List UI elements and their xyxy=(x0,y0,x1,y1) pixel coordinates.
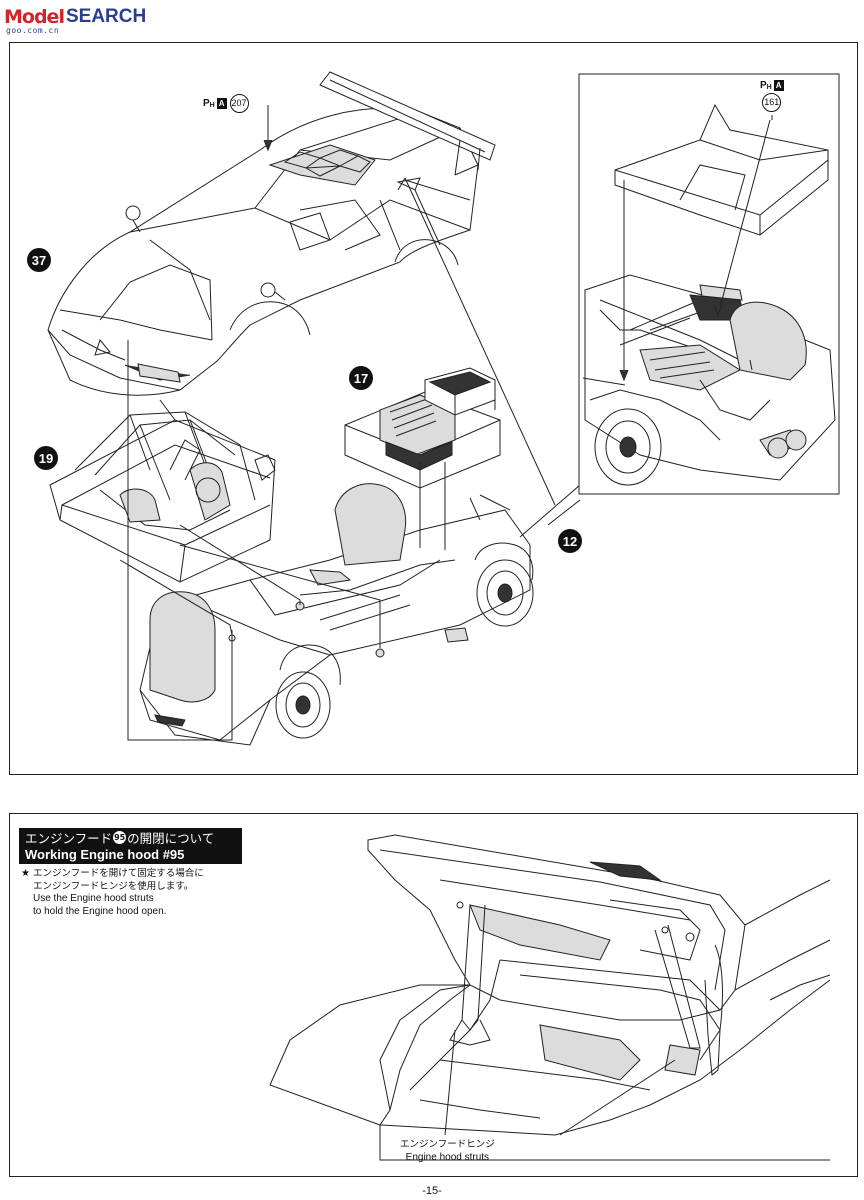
note-jp-line-1: エンジンフードを開けて固定する場合に xyxy=(33,868,204,879)
title-english: Working Engine hood #95 xyxy=(25,847,185,862)
chassis-drawing xyxy=(139,483,534,746)
callout-part-17: 17 xyxy=(349,366,373,390)
watermark-logo: Model SEARCH xyxy=(4,2,146,32)
note-en-line-1: Use the Engine hood struts xyxy=(33,893,154,904)
strut-label-en: Engine hood struts xyxy=(405,1152,490,1163)
page-number: -15- xyxy=(422,1185,442,1197)
interior-tub-drawing xyxy=(49,399,276,583)
callout-part-12: 12 xyxy=(558,529,582,553)
title-jp-after: の開閉について xyxy=(127,831,215,846)
title-jp-before: エンジンフード xyxy=(25,831,113,846)
part-ref-prefix: P xyxy=(203,98,210,109)
title-part-number: 95 xyxy=(113,831,127,844)
engine-drawing xyxy=(344,367,501,489)
part-ref-prefix: P xyxy=(760,80,767,91)
hood-section-title: エンジンフード 95 の開閉について Working Engine hood #… xyxy=(19,828,242,864)
star-icon: ★ xyxy=(21,868,30,879)
part-ref-number: 207 xyxy=(229,94,249,113)
part-ref-sub: H xyxy=(209,102,215,109)
strut-label-jp: エンジンフードヒンジ xyxy=(400,1139,495,1150)
inset-detail-drawing xyxy=(578,73,840,495)
part-ref-box: A xyxy=(216,98,227,109)
strut-label: エンジンフードヒンジ Engine hood struts xyxy=(400,1138,495,1164)
part-ref-161: P H A 161 xyxy=(760,80,784,112)
note-jp-line-2: エンジンフードヒンジを使用します。 xyxy=(33,880,194,892)
callout-part-37: 37 xyxy=(27,248,51,272)
callout-part-19: 19 xyxy=(34,446,58,470)
part-ref-sub: H xyxy=(766,84,772,91)
car-body-drawing xyxy=(47,71,496,396)
watermark-url: goo.com.cn xyxy=(6,26,60,35)
part-ref-207: P H A 207 xyxy=(203,94,249,113)
assembly-guide-lines xyxy=(119,105,581,741)
watermark-logo-text: Model xyxy=(4,6,65,28)
part-ref-number: 161 xyxy=(762,93,782,112)
watermark-search-text: SEARCH xyxy=(65,6,147,27)
part-ref-box: A xyxy=(773,80,784,91)
hood-note: ★ エンジンフードを開けて固定する場合に エンジンフードヒンジを使用します。 U… xyxy=(21,868,204,918)
note-en-line-2: to hold the Engine hood open. xyxy=(33,905,167,917)
